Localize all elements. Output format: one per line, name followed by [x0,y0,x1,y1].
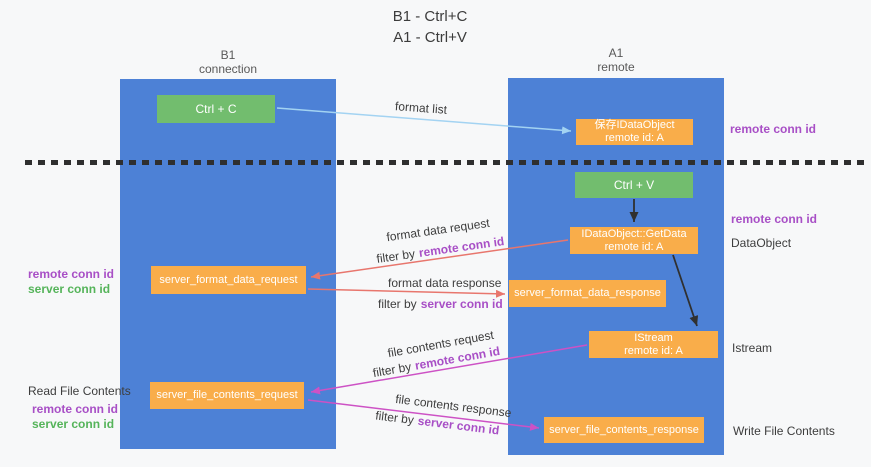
left-label-remote-conn-id-file: remote conn id [32,402,119,416]
node-server-format-data-request: server_format_data_request [151,266,306,294]
lane-b1-role: connection [198,62,258,76]
node-server-file-contents-request: server_file_contents_request [150,382,304,409]
left-label-server-conn-id-file: server conn id [32,417,115,431]
node-istream: IStream remote id: A [589,331,718,358]
node-server-format-data-request-label: server_format_data_request [159,273,298,286]
node-server-file-contents-response-label: server_file_contents_response [549,423,699,436]
lane-b1-name: B1 [220,48,236,62]
edge-label-format-data-response: format data response [388,276,502,290]
node-save-dataobject: 保存IDataObject remote id: A [576,119,693,145]
lane-header-b1: B1 connection [120,48,336,76]
node-ctrl-v: Ctrl + V [575,172,693,198]
node-getdata-line1: IDataObject::GetData [581,227,687,240]
right-label-remote-conn-id-clipboard: remote conn id [730,122,817,136]
node-istream-line2: remote id: A [624,344,683,357]
node-server-file-contents-response: server_file_contents_response [544,417,704,443]
lane-a1-role: remote [597,60,635,74]
right-label-istream: Istream [732,341,773,355]
filter-prefix: filter by [371,359,413,381]
edge-label-format-list: format list [394,99,448,117]
left-label-read-file-contents: Read File Contents [28,384,131,398]
right-label-remote-conn-id-paste: remote conn id [731,212,818,226]
node-save-dataobject-line2: remote id: A [605,132,664,144]
filter-prefix: filter by [378,297,417,311]
node-save-dataobject-line1: 保存IDataObject [594,119,675,132]
node-idataobject-getdata: IDataObject::GetData remote id: A [570,227,698,254]
left-label-server-conn-id-format: server conn id [28,282,111,296]
title-line-2: A1 - Ctrl+V [393,29,467,46]
node-ctrl-c: Ctrl + C [157,95,275,123]
filter-prefix: filter by [374,408,415,428]
right-label-write-file-contents: Write File Contents [733,424,835,438]
node-ctrl-v-label: Ctrl + V [613,177,655,192]
left-label-remote-conn-id-format: remote conn id [28,267,115,281]
node-server-format-data-response-label: server_format_data_response [514,287,661,300]
node-ctrl-c-label: Ctrl + C [195,101,237,116]
clipboard-phase-separator [25,160,868,165]
title-line-1: B1 - Ctrl+C [392,8,468,25]
filter-key-server-conn-id: server conn id [420,297,503,311]
node-istream-line1: IStream [634,331,673,344]
lane-a1-name: A1 [608,46,624,60]
node-server-file-contents-request-label: server_file_contents_request [156,389,298,402]
node-server-format-data-response: server_format_data_response [509,280,666,307]
right-label-dataobject: DataObject [731,236,792,250]
lane-header-a1: A1 remote [508,46,724,74]
node-getdata-line2: remote id: A [604,240,664,253]
diagram-title: B1 - Ctrl+C A1 - Ctrl+V [0,6,860,48]
filter-prefix: filter by [375,246,416,266]
